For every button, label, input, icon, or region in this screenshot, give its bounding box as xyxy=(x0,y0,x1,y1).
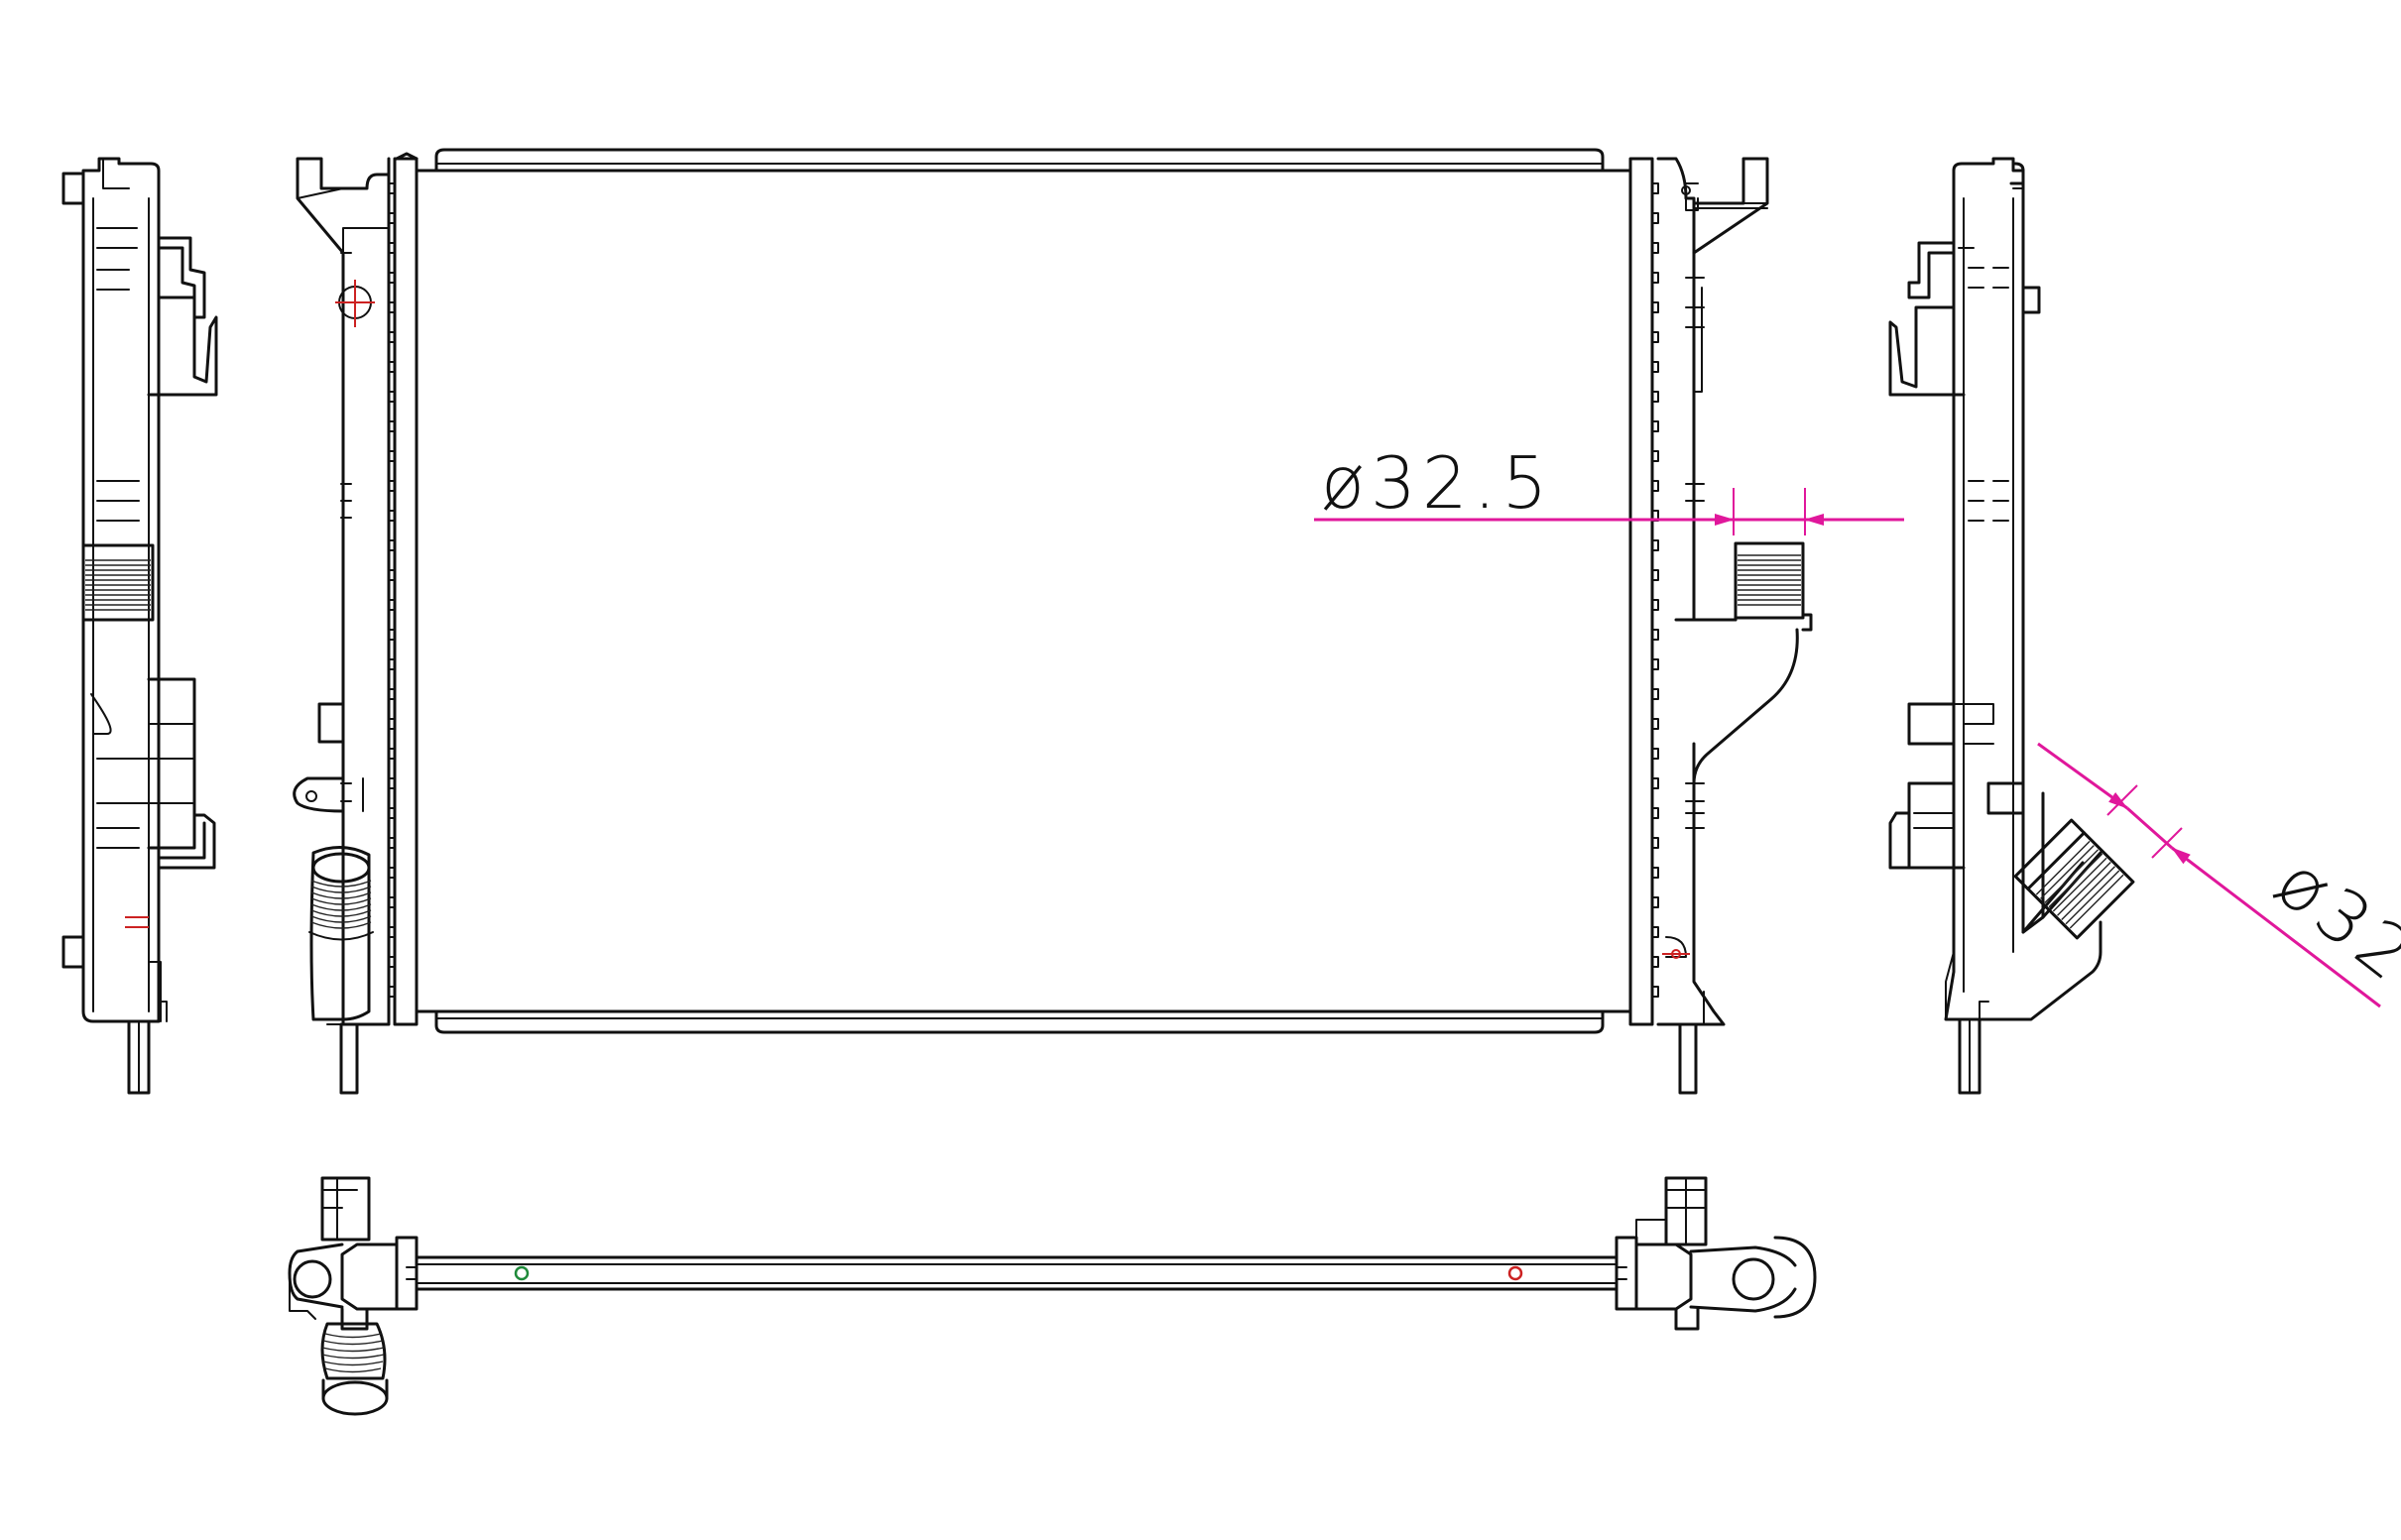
left-side-view xyxy=(61,157,218,1095)
right-side-view xyxy=(1888,157,2135,1095)
radiator-core xyxy=(415,169,1632,1013)
right-header-teeth xyxy=(1651,182,1659,998)
dimension-label-inlet: ø32 xyxy=(2261,840,2401,1000)
front-view xyxy=(293,148,1813,1095)
dimension-label-outlet: ø32.5 xyxy=(1321,441,1553,525)
bottom-view xyxy=(288,1176,1817,1416)
dimension-inlet: ø32 xyxy=(2037,742,2401,1008)
dimension-outlet: ø32.5 xyxy=(1314,441,1904,535)
